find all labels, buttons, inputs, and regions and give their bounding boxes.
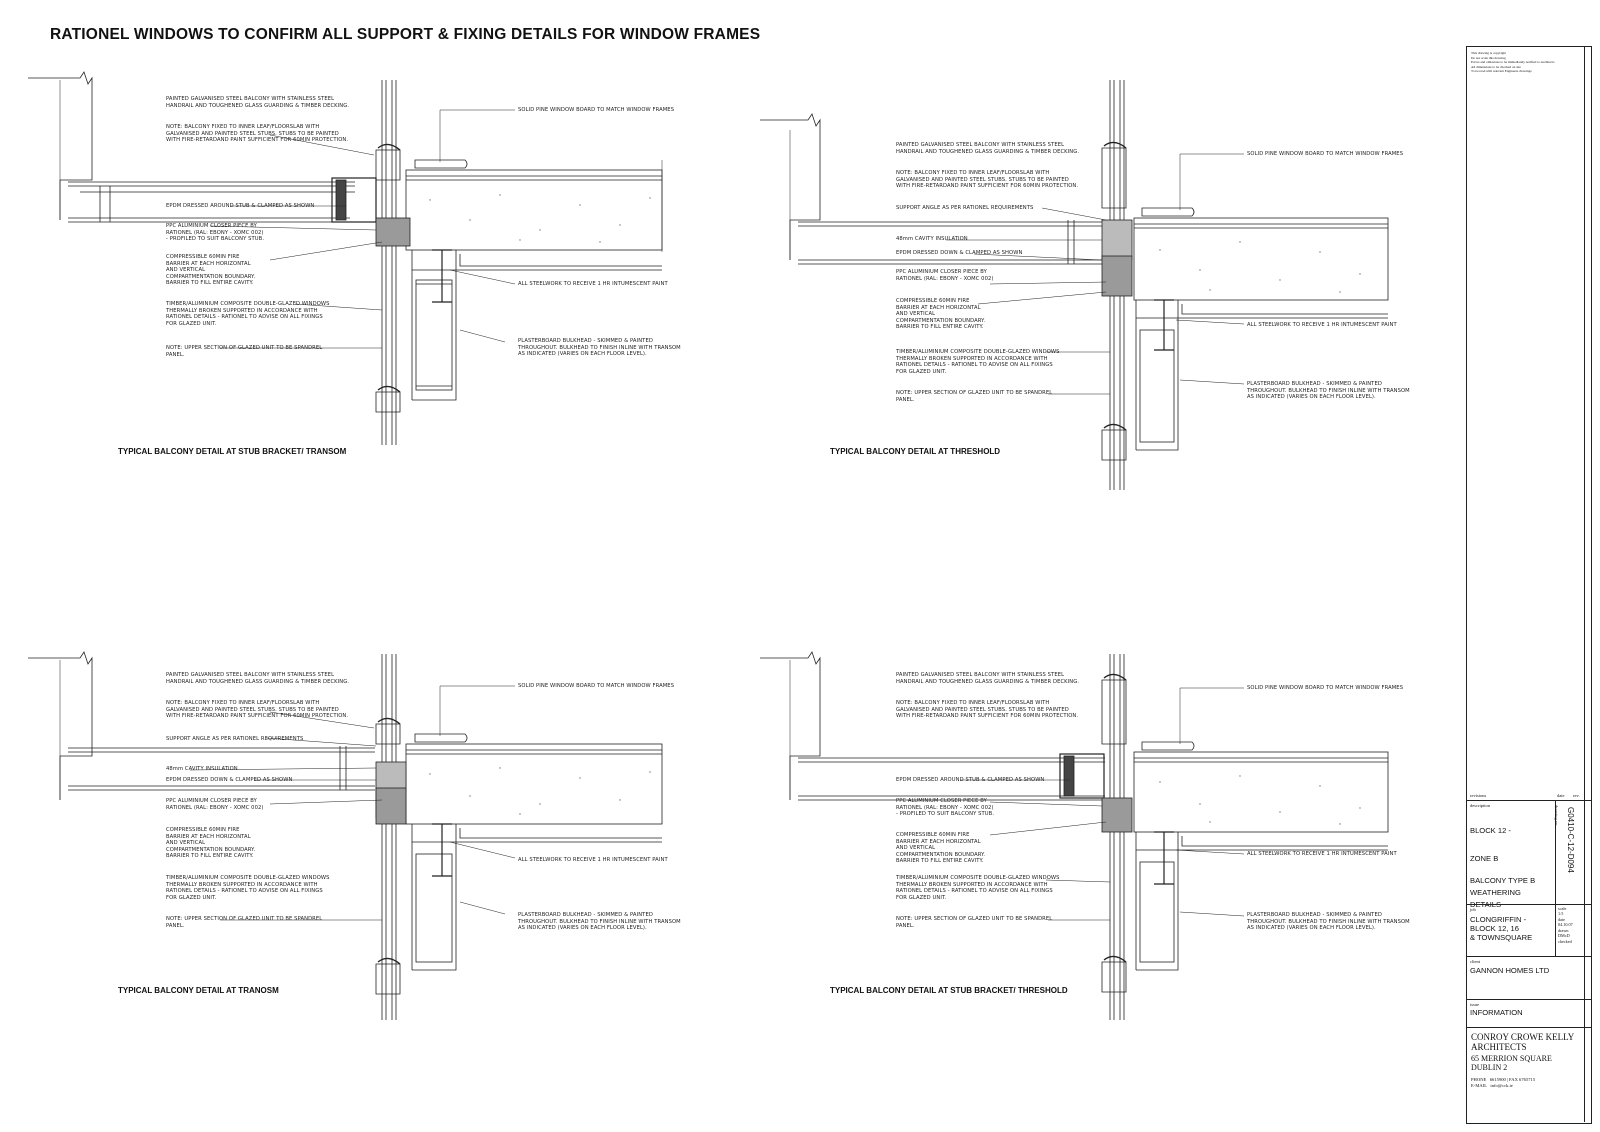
description-label: description (1470, 803, 1490, 808)
note: NOTE: BALCONY FIXED TO INNER LEAF/FLOORS… (166, 124, 349, 144)
note: TIMBER/ALUMINIUM COMPOSITE DOUBLE-GLAZED… (166, 301, 330, 327)
issue-section (1467, 999, 1591, 1000)
drawing-no-label: drawing no. (1554, 805, 1559, 827)
note: SOLID PINE WINDOW BOARD TO MATCH WINDOW … (518, 683, 675, 689)
legal-notes: This drawing is copyright Do not scale t… (1471, 51, 1555, 74)
client-name: GANNON HOMES LTD (1470, 966, 1550, 975)
note: SOLID PINE WINDOW BOARD TO MATCH WINDOW … (518, 107, 675, 113)
firm-name: CONROY CROWE KELLY ARCHITECTS (1471, 1032, 1575, 1052)
issue-label: issue (1470, 1002, 1479, 1007)
note: 48mm CAVITY INSULATION (896, 236, 968, 242)
note: SUPPORT ANGLE AS PER RATIONEL REQUIREMEN… (166, 736, 304, 742)
drawing-number: G0410-C-12-D094 (1566, 807, 1575, 873)
revisions-label: revisions (1470, 793, 1487, 798)
note: TIMBER/ALUMINIUM COMPOSITE DOUBLE-GLAZED… (166, 875, 330, 901)
note: PAINTED GALVANISED STEEL BALCONY WITH ST… (166, 96, 350, 109)
detail-caption: TYPICAL BALCONY DETAIL AT STUB BRACKET/ … (118, 447, 347, 456)
note: NOTE: UPPER SECTION OF GLAZED UNIT TO BE… (166, 345, 323, 358)
note: SOLID PINE WINDOW BOARD TO MATCH WINDOW … (1247, 151, 1404, 157)
section-drawing (28, 651, 663, 1020)
note: EPDM DRESSED AROUND STUB & CLAMPED AS SH… (166, 203, 315, 209)
note: ALL STEELWORK TO RECEIVE 1 HR INTUMESCEN… (1247, 851, 1397, 857)
detail-caption: TYPICAL BALCONY DETAIL AT TRANOSM (118, 986, 279, 995)
job-line: & TOWNSQUARE (1470, 933, 1533, 942)
note: NOTE: BALCONY FIXED TO INNER LEAF/FLOORS… (166, 700, 349, 720)
section-drawing (760, 80, 1389, 490)
rev-date-label: date (1557, 793, 1565, 798)
note: PPC ALUMINIUM CLOSER PIECE BY RATIONEL (… (896, 798, 995, 818)
detail-threshold: PAINTED GALVANISED STEEL BALCONY WITH ST… (750, 70, 1450, 510)
sheet-title: RATIONEL WINDOWS TO CONFIRM ALL SUPPORT … (50, 26, 761, 43)
date-label: date (1558, 917, 1565, 922)
architect-section (1467, 1027, 1591, 1028)
job-label: job (1470, 907, 1476, 912)
note: COMPRESSIBLE 60MIN FIRE BARRIER AT EACH … (896, 832, 986, 865)
job-line: BLOCK 12, 16 (1470, 924, 1519, 933)
note: TIMBER/ALUMINIUM COMPOSITE DOUBLE-GLAZED… (896, 349, 1060, 375)
note: PAINTED GALVANISED STEEL BALCONY WITH ST… (896, 672, 1080, 685)
note: PPC ALUMINIUM CLOSER PIECE BY RATIONEL (… (166, 223, 265, 243)
scale-value: 1:5 (1558, 911, 1564, 916)
detail-caption: TYPICAL BALCONY DETAIL AT THRESHOLD (830, 447, 1001, 456)
description-line: ZONE B (1470, 854, 1499, 863)
note: PPC ALUMINIUM CLOSER PIECE BY RATIONEL (… (166, 798, 264, 811)
note: PAINTED GALVANISED STEEL BALCONY WITH ST… (166, 672, 350, 685)
note: COMPRESSIBLE 60MIN FIRE BARRIER AT EACH … (166, 827, 256, 860)
date-value: 04.10.07 (1558, 922, 1573, 927)
note: ALL STEELWORK TO RECEIVE 1 HR INTUMESCEN… (518, 857, 668, 863)
firm-address: 65 MERRION SQUARE DUBLIN 2 (1471, 1054, 1552, 1072)
note: PPC ALUMINIUM CLOSER PIECE BY RATIONEL (… (896, 269, 994, 282)
concrete-speckle (429, 767, 651, 815)
concrete-speckle (1159, 241, 1361, 293)
detail-stub-bracket-threshold: PAINTED GALVANISED STEEL BALCONY WITH ST… (750, 650, 1450, 1090)
note: EPDM DRESSED DOWN & CLAMPED AS SHOWN (896, 250, 1023, 256)
description-line: BLOCK 12 - (1470, 826, 1511, 835)
note: PAINTED GALVANISED STEEL BALCONY WITH ST… (896, 142, 1080, 155)
note: SUPPORT ANGLE AS PER RATIONEL REQUIREMEN… (896, 205, 1034, 211)
note: ALL STEELWORK TO RECEIVE 1 HR INTUMESCEN… (1247, 322, 1397, 328)
note: EPDM DRESSED DOWN & CLAMPED AS SHOWN (166, 777, 293, 783)
drawn-label: drawn (1558, 928, 1569, 933)
section-drawing (760, 651, 1389, 1020)
note: PLASTERBOARD BULKHEAD - SKIMMED & PAINTE… (518, 338, 681, 358)
detail-caption: TYPICAL BALCONY DETAIL AT STUB BRACKET/ … (830, 986, 1068, 995)
section-drawing (28, 71, 663, 445)
drawing-no-divider (1555, 800, 1556, 904)
border-line (1584, 46, 1585, 1122)
concrete-speckle (429, 194, 651, 243)
note: COMPRESSIBLE 60MIN FIRE BARRIER AT EACH … (166, 254, 256, 287)
note: COMPRESSIBLE 60MIN FIRE BARRIER AT EACH … (896, 298, 986, 331)
note: ALL STEELWORK TO RECEIVE 1 HR INTUMESCEN… (518, 281, 668, 287)
client-section (1467, 956, 1591, 957)
firm-contact: PHONE 6615900 | FAX 6765715 E-MAIL info@… (1471, 1077, 1536, 1088)
note: NOTE: UPPER SECTION OF GLAZED UNIT TO BE… (896, 390, 1053, 403)
note: TIMBER/ALUMINIUM COMPOSITE DOUBLE-GLAZED… (896, 875, 1060, 901)
note: 48mm CAVITY INSULATION (166, 766, 238, 772)
note: NOTE: UPPER SECTION OF GLAZED UNIT TO BE… (896, 916, 1053, 929)
job-line: CLONGRIFFIN - (1470, 915, 1527, 924)
note: NOTE: BALCONY FIXED TO INNER LEAF/FLOORS… (896, 170, 1079, 190)
job-section (1467, 904, 1591, 905)
scale-divider (1555, 904, 1556, 956)
checked-label: checked (1558, 939, 1572, 944)
description-line: WEATHERING (1470, 888, 1521, 897)
description-line: BALCONY TYPE B (1470, 876, 1536, 885)
scale-label: scale (1558, 906, 1567, 911)
detail-stub-bracket-transom: PAINTED GALVANISED STEEL BALCONY WITH ST… (20, 70, 720, 510)
note: EPDM DRESSED AROUND STUB & CLAMPED AS SH… (896, 777, 1045, 783)
note: PLASTERBOARD BULKHEAD - SKIMMED & PAINTE… (1247, 912, 1410, 932)
note: NOTE: UPPER SECTION OF GLAZED UNIT TO BE… (166, 916, 323, 929)
concrete-speckle (1159, 775, 1361, 825)
note: NOTE: BALCONY FIXED TO INNER LEAF/FLOORS… (896, 700, 1079, 720)
note: PLASTERBOARD BULKHEAD - SKIMMED & PAINTE… (1247, 381, 1410, 401)
drawn-value: DMcD (1558, 933, 1570, 938)
detail-transom: PAINTED GALVANISED STEEL BALCONY WITH ST… (20, 650, 720, 1090)
issue-status: INFORMATION (1470, 1008, 1523, 1017)
rev-rev-label: rev. (1573, 793, 1580, 798)
client-label: client (1470, 959, 1480, 964)
revisions-section (1467, 800, 1591, 801)
note: SOLID PINE WINDOW BOARD TO MATCH WINDOW … (1247, 685, 1404, 691)
title-block: This drawing is copyright Do not scale t… (1466, 46, 1592, 1124)
note: PLASTERBOARD BULKHEAD - SKIMMED & PAINTE… (518, 912, 681, 932)
